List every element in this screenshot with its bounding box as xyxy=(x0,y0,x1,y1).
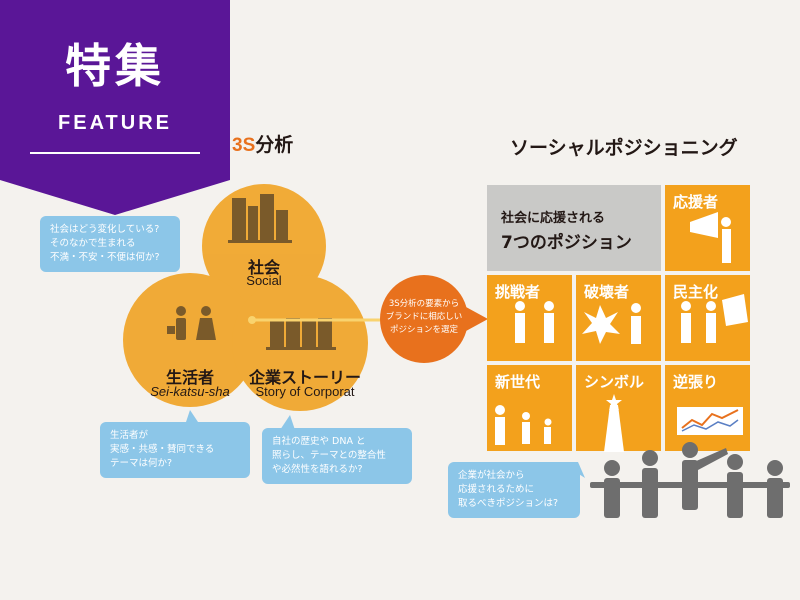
story-sub: Story of Corporat xyxy=(255,384,355,399)
seikatsusha-circle xyxy=(123,273,257,407)
callout-line: 自社の歴史や DNA と xyxy=(272,436,366,447)
social-label: 社会 xyxy=(247,258,280,277)
connector-text: 3S分析の要素から ブランドに相応しい ポジションを選定 xyxy=(384,298,464,337)
challenger-figures-icon xyxy=(515,301,554,343)
megaphone-icon xyxy=(690,212,731,263)
seikatsusha-sub: Sei-katsu-sha xyxy=(150,384,230,399)
positioning-callout: 企業が社会から 応援されるために 取るべきポジションは? xyxy=(448,462,580,518)
callout-line: 不満・不安・不便は何か? xyxy=(50,252,160,263)
connector-circle xyxy=(380,275,468,363)
intro-line-2: 7つのポジション xyxy=(501,233,632,253)
callout-line: や必然性を語れるか? xyxy=(272,464,363,475)
callout-line: 実感・共感・賛同できる xyxy=(110,444,215,455)
intro-line-1: 社会に応援される xyxy=(501,211,606,226)
callout-line: 生活者が xyxy=(110,430,149,441)
social-callout: 社会はどう変化している? そのなかで生まれる 不満・不安・不便は何か? xyxy=(40,216,180,272)
callout-line: 取るべきポジションは? xyxy=(458,498,559,509)
connector-arrow xyxy=(466,307,488,331)
seikatsusha-callout: 生活者が 実感・共感・賛同できる テーマは何か? xyxy=(100,422,250,478)
position-cell-challenger: 挑戦者 xyxy=(487,275,572,361)
analysis-heading-prefix: 3S xyxy=(232,135,256,156)
tower-icon xyxy=(604,394,624,452)
analysis-heading: 3S分析 xyxy=(232,130,293,157)
building-icon xyxy=(228,194,292,243)
people-icon xyxy=(167,306,216,340)
feature-title: 特集 xyxy=(65,39,165,93)
burst-icon xyxy=(582,303,641,344)
position-cell-symbol: シンボル xyxy=(576,365,661,451)
story-callout: 自社の歴史や DNA と 照らし、テーマとの整合性 や必然性を語れるか? xyxy=(262,428,412,484)
feature-ribbon xyxy=(0,0,230,215)
social-sub: Social xyxy=(246,273,282,288)
analysis-heading-text: 分析 xyxy=(255,134,294,156)
position-label: 民主化 xyxy=(673,283,719,301)
position-label: 破壊者 xyxy=(584,283,630,301)
callout-line: 社会はどう変化している? xyxy=(50,224,160,235)
books-icon xyxy=(266,318,336,350)
callout-line: そのなかで生まれる xyxy=(50,238,136,249)
connector-line-1: 3S分析の要素から xyxy=(388,299,460,309)
family-icon xyxy=(495,405,552,445)
positioning-heading: ソーシャルポジショニング xyxy=(510,137,738,159)
position-label: シンボル xyxy=(584,373,645,391)
connector-line-2: ブランドに相応しい xyxy=(385,312,463,322)
callout-line: 応援されるために xyxy=(458,484,535,495)
position-label: 新世代 xyxy=(495,373,541,391)
callout-line: 照らし、テーマとの整合性 xyxy=(272,450,386,461)
position-label: 逆張り xyxy=(673,373,719,391)
feature-divider xyxy=(30,152,200,154)
chart-board-icon xyxy=(677,407,743,435)
seikatsusha-label: 生活者 xyxy=(165,368,214,387)
connector-line-3: ポジションを選定 xyxy=(389,325,458,335)
callout-line: テーマは何か? xyxy=(110,458,173,469)
flag-figures-icon xyxy=(681,294,748,343)
position-label: 応援者 xyxy=(673,193,719,211)
intro-cell: 社会に応援される 7つのポジション xyxy=(487,185,661,271)
story-label: 企業ストーリー xyxy=(248,368,361,387)
position-label: 挑戦者 xyxy=(495,283,541,301)
callout-line: 企業が社会から xyxy=(458,470,525,481)
meeting-people-icon xyxy=(590,442,790,518)
feature-subtitle: FEATURE xyxy=(58,112,172,134)
